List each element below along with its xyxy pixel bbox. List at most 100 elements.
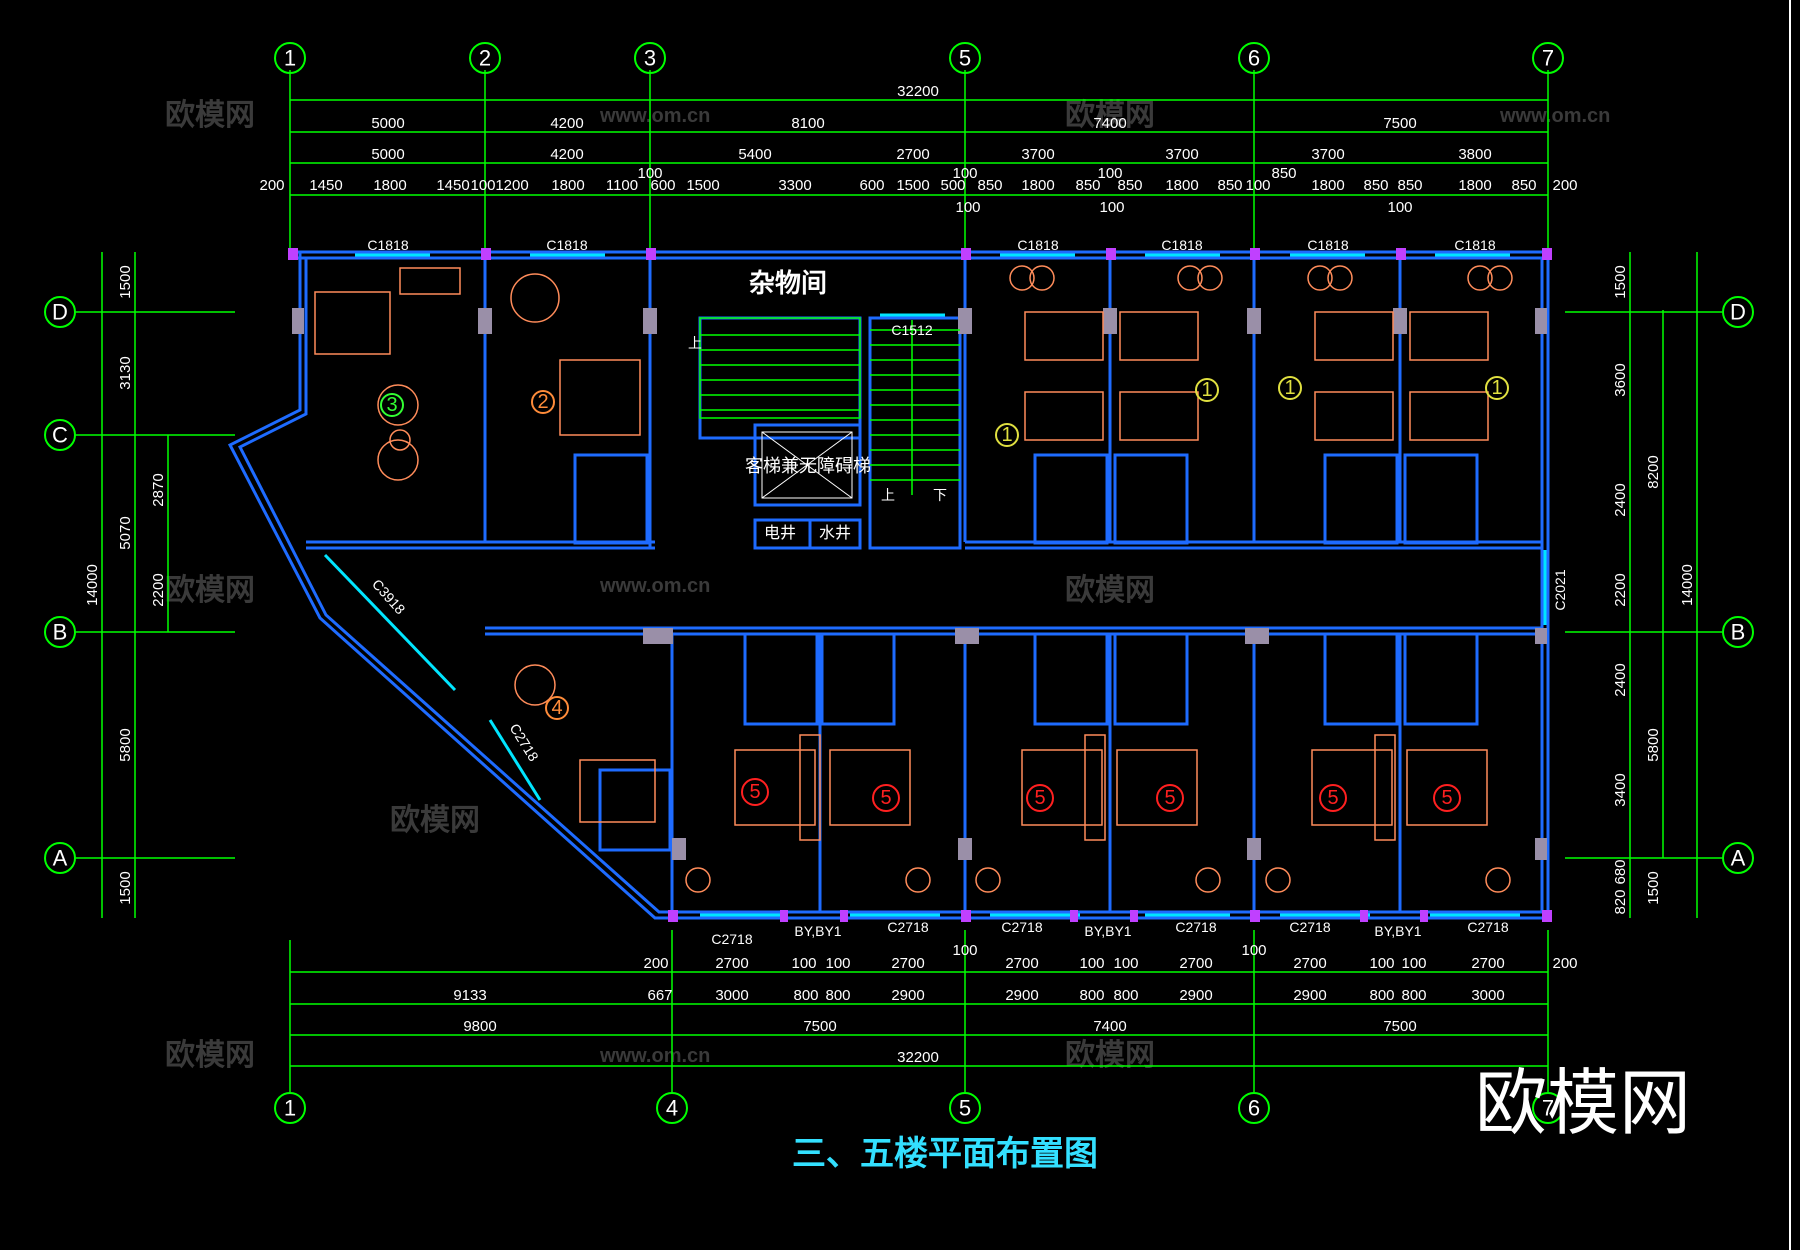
room-marker: 1 [1201, 379, 1212, 401]
dim: 7500 [1383, 1018, 1416, 1035]
window-label: C3918 [369, 576, 409, 618]
dim: 7500 [803, 1018, 836, 1035]
dim: 100 [1387, 199, 1412, 216]
room-marker: 1 [1001, 424, 1012, 446]
dim: 3700 [1311, 146, 1344, 163]
stair-up: 上 [688, 335, 702, 351]
dim: 3300 [778, 177, 811, 194]
bottom-dimensions: 32200 9800 7500 7400 7500 9133 667 3000 … [453, 942, 1577, 1066]
dim: 2700 [1179, 955, 1212, 972]
dim: 680 [1612, 859, 1629, 884]
window-label: C1818 [1454, 237, 1495, 253]
dim: 500 [940, 177, 965, 194]
dim: 8100 [791, 115, 824, 132]
axis-label: B [53, 620, 68, 645]
room-marker: 5 [1441, 787, 1452, 809]
dim: 2200 [150, 573, 167, 606]
dim: 9800 [463, 1018, 496, 1035]
stairs [699, 317, 960, 495]
dim: 850 [1363, 177, 1388, 194]
dim: 2200 [1612, 573, 1629, 606]
drawing-title: 三、五楼平面布置图 [792, 1134, 1098, 1174]
dim: 1800 [1311, 177, 1344, 194]
window-label: C1818 [1307, 237, 1348, 253]
dim: 3600 [1612, 363, 1629, 396]
dim: 850 [977, 177, 1002, 194]
watermark: 欧模网 [165, 98, 255, 133]
left-dimensions: 14000 1500 3130 5070 5800 1500 2870 2200 [84, 265, 167, 904]
dim: 2700 [896, 146, 929, 163]
dim: 2900 [891, 987, 924, 1004]
dim: 1800 [1165, 177, 1198, 194]
dim: 850 [1117, 177, 1142, 194]
dim: 1500 [686, 177, 719, 194]
dim: 1500 [117, 871, 134, 904]
window-label: C2718 [1175, 919, 1216, 935]
window-label: C2718 [711, 931, 752, 947]
room-marker: 1 [1491, 377, 1502, 399]
stair-down: 下 [933, 487, 947, 503]
dim: 1500 [1612, 265, 1629, 298]
dim: 100 [1079, 955, 1104, 972]
dim: 850 [1397, 177, 1422, 194]
dim: 5000 [371, 146, 404, 163]
room-labels: 杂物间 客梯兼无障碍梯 电井 水井 上 下 上 [688, 269, 947, 542]
dim-overall-bottom: 32200 [897, 1049, 939, 1066]
dim: 3400 [1612, 773, 1629, 806]
furniture [314, 265, 1513, 893]
dim: 1450 [436, 177, 469, 194]
window-label: C2718 [887, 919, 928, 935]
dim: 7400 [1093, 1018, 1126, 1035]
dim: 600 [859, 177, 884, 194]
dim: 2870 [150, 473, 167, 506]
axis-label: 5 [959, 1096, 971, 1121]
room-marker: 5 [1034, 787, 1045, 809]
dim: 9133 [453, 987, 486, 1004]
dim: 820 [1612, 889, 1629, 914]
brand-mark: 欧模网 [1475, 1061, 1691, 1145]
electric-shaft-label: 电井 [764, 524, 796, 542]
dim: 200 [259, 177, 284, 194]
watermark-url: www.om.cn [599, 105, 710, 127]
axis-label: D [1730, 300, 1746, 325]
axis-label: 1 [284, 46, 296, 71]
dim: 7500 [1383, 115, 1416, 132]
axis-label: 2 [479, 46, 491, 71]
window-label: C1818 [1017, 237, 1058, 253]
dim: 3800 [1458, 146, 1491, 163]
dim: 1200 [495, 177, 528, 194]
watermark: 欧模网 [390, 803, 480, 838]
right-dimensions: 14000 8200 5800 1500 3600 2400 2200 2400… [1612, 265, 1696, 914]
dim: 1800 [1458, 177, 1491, 194]
dim: 3000 [715, 987, 748, 1004]
dim-overall-right: 14000 [1679, 564, 1696, 606]
dim: 800 [825, 987, 850, 1004]
window-label: BY,BY1 [794, 923, 841, 939]
grid-axes-left: D C B A [44, 296, 76, 874]
window-label: C2718 [1289, 919, 1330, 935]
axis-label: A [1731, 846, 1746, 871]
room-marker: 3 [386, 394, 397, 416]
watermark: 欧模网 [165, 573, 255, 608]
dim: 200 [1552, 177, 1577, 194]
watermark: 欧模网 [165, 1038, 255, 1073]
dim: 850 [1217, 177, 1242, 194]
dim: 5070 [117, 516, 134, 549]
dim: 3700 [1021, 146, 1054, 163]
dim: 100 [1241, 942, 1266, 959]
watermark-url: www.om.cn [599, 575, 710, 597]
dim: 100 [1245, 177, 1270, 194]
window-label: C1818 [546, 237, 587, 253]
axis-label: B [1731, 620, 1746, 645]
dim: 850 [1511, 177, 1536, 194]
dim: 200 [643, 955, 668, 972]
axis-label: 6 [1248, 1096, 1260, 1121]
columns [288, 248, 1552, 922]
dim: 850 [1271, 165, 1296, 182]
window-label: C2718 [1001, 919, 1042, 935]
dim: 8200 [1645, 455, 1662, 488]
axis-label: 3 [644, 46, 656, 71]
room-marker: 1 [1284, 377, 1295, 399]
watermark: 欧模网 [1065, 1038, 1155, 1073]
dimension-lines [76, 70, 1722, 1092]
